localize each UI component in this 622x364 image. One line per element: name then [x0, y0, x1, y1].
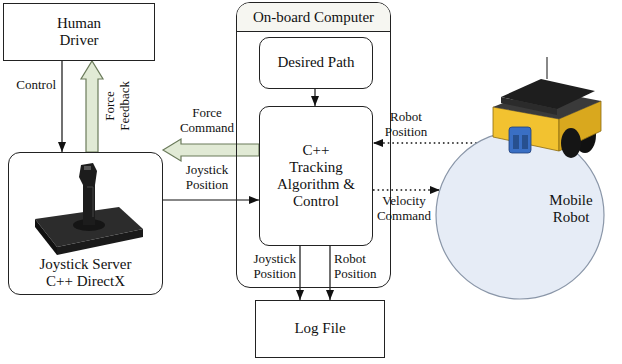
- joystick-base-side: [35, 219, 57, 255]
- edge-label: Joystick Position: [172, 163, 242, 193]
- circle-shape: [436, 131, 604, 299]
- edge-label: Robot Position: [334, 252, 386, 282]
- actor-box: Human Driver: [3, 3, 155, 61]
- arrow-line: [329, 246, 330, 300]
- robot-wheel: [561, 128, 581, 158]
- process-box: C++ Tracking Algorithm & Control: [259, 106, 373, 246]
- node-label: Desired Path: [277, 54, 354, 71]
- robot-deck-edge: [501, 97, 557, 115]
- arrow-line: [61, 61, 62, 152]
- data-box: Desired Path: [259, 37, 373, 89]
- edge-label: Control: [10, 78, 56, 93]
- dotted-arrow: [373, 189, 440, 191]
- edge-label: Force Command: [172, 106, 242, 136]
- arrow-line: [314, 89, 315, 106]
- edge-label: Force Feedback: [103, 76, 133, 136]
- joystick-highlight: [87, 187, 93, 217]
- joystick-stick: [79, 163, 97, 225]
- node-label: Human Driver: [49, 15, 109, 50]
- dotted-arrow: [373, 142, 477, 144]
- joystick-illustration: [27, 157, 147, 257]
- joystick-button: [84, 166, 91, 170]
- hollow-arrow: [163, 139, 259, 161]
- edge-label: Velocity Command: [374, 194, 434, 224]
- server-box: Joystick Server C++ DirectX: [8, 152, 163, 295]
- edge-label: Joystick Position: [240, 252, 296, 282]
- computer-frame: On-board ComputerDesired PathC++ Trackin…: [236, 2, 391, 288]
- robot-circle: Mobile Robot: [435, 130, 605, 300]
- hollow-arrow: [81, 61, 103, 152]
- robot-gripper: [509, 127, 531, 153]
- arrow-line: [163, 199, 259, 200]
- edge-label: Robot Position: [376, 110, 436, 140]
- joystick-base-front: [57, 229, 143, 255]
- node-label: Joystick Server C++ DirectX: [30, 256, 142, 291]
- arrow-line: [299, 246, 300, 300]
- robot-gripper-finger: [513, 135, 519, 149]
- robot-antenna: [546, 57, 548, 79]
- node-label: On-board Computer: [237, 3, 390, 32]
- node-label: C++ Tracking Algorithm & Control: [276, 142, 356, 211]
- robot-gripper-finger: [522, 135, 528, 149]
- robot-illustration: [485, 55, 605, 160]
- storage-box: Log File: [255, 300, 385, 358]
- node-label: Mobile Robot: [541, 192, 601, 227]
- node-label: Log File: [294, 320, 345, 337]
